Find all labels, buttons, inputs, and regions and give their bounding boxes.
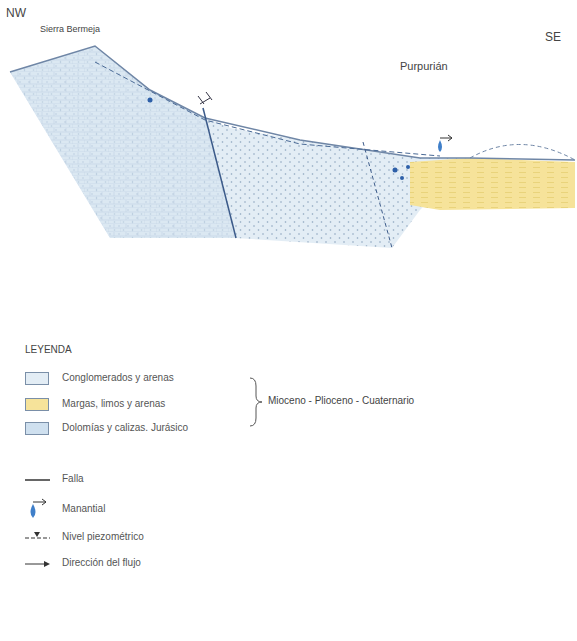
fault-sample [25,479,50,481]
legend-swatch [25,422,49,435]
fault-arrows [198,92,212,104]
bracket [250,378,262,426]
spring-symbol [438,135,452,152]
orientation-label: SE [545,30,561,44]
hill-outline [470,144,575,160]
dolomite-overlay [10,46,235,238]
marl-unit [410,158,575,210]
legend-title: LEYENDA [25,344,72,355]
piezometric-sample [25,532,50,538]
place-label: Purpurián [400,60,448,72]
piezometric-level [95,62,440,156]
legend-swatch [25,398,49,411]
legend-text: Margas, limos y arenas [62,398,165,409]
flow-sample [25,561,50,567]
orientation-label: NW [6,6,26,20]
flow-dot [406,165,410,169]
legend-text: Dolomías y calizas. Jurásico [62,422,188,433]
legend-text: Manantial [62,503,105,514]
legend-text: Conglomerados y arenas [62,372,174,383]
legend-text: Nivel piezométrico [62,531,144,542]
legend-text: Falla [62,473,84,484]
legend-swatch [25,372,49,385]
fault [363,142,392,248]
spring-sample [31,499,47,518]
fault [203,108,236,238]
legend-text: Dirección del flujo [62,557,141,568]
flow-dot [393,168,398,173]
place-label: Sierra Bermeja [40,24,100,34]
dolomite-unit [10,46,235,238]
flow-dot [400,176,404,180]
flow-dot [148,98,153,103]
bracket-label: Mioceno - Plioceno - Cuaternario [268,395,414,406]
terrain-line [10,46,575,160]
